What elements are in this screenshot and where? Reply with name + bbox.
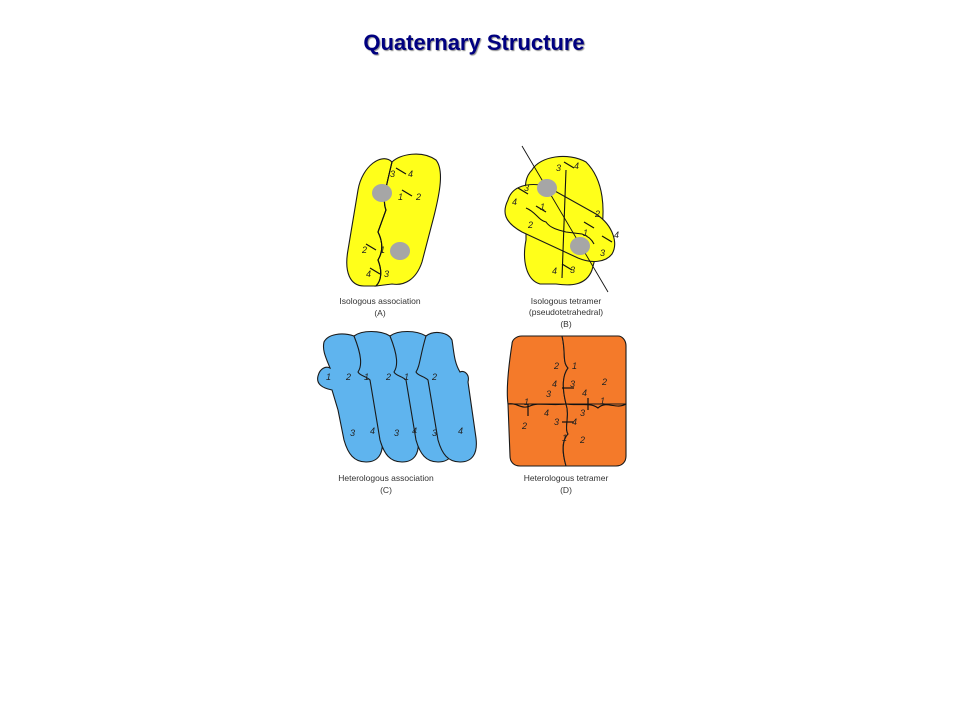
- panel-d-label-4-upper: 4: [552, 379, 557, 389]
- panel-b-active-site-1: [537, 179, 557, 197]
- panel-c-label-4a: 4: [370, 426, 375, 436]
- panel-d-label-3-center-right: 3: [580, 408, 585, 418]
- slide-title: Quaternary Structure: [363, 30, 585, 55]
- panel-b-isologous-tetramer: 3 4 3 4 1 2 2 1 4 3 4 3 Isologous tetram…: [504, 145, 619, 329]
- panel-c-heterologous-association: 1 2 1 2 1 2 3 4 3 4 3 4 Heterologous ass…: [317, 330, 477, 495]
- panel-b-label-3-top: 3: [556, 163, 561, 173]
- panel-b-label-1-left: 1: [540, 202, 545, 212]
- panel-d-label-2-top: 2: [553, 361, 559, 371]
- panel-a-letter: (A): [374, 308, 386, 318]
- quaternary-structure-figure: 3 4 1 2 2 1 4 3 Isologous association (A…: [300, 140, 640, 515]
- panel-c-caption: Heterologous association: [338, 473, 434, 483]
- panel-a-active-site-1: [372, 184, 392, 202]
- panel-b-label-3-bottom: 3: [570, 265, 575, 275]
- panel-a-label-4-bottom: 4: [366, 269, 371, 279]
- panel-c-label-2c: 2: [431, 372, 437, 382]
- panel-d-heterologous-tetramer: 2 1 4 3 2 3 1 4 1 2 4 3 3 4 1 2 Heterolo…: [506, 335, 627, 495]
- panel-b-label-3-left: 3: [524, 183, 529, 193]
- panel-b-label-4-bottom: 4: [552, 266, 557, 276]
- panel-d-label-2-left: 2: [521, 421, 527, 431]
- panel-d-letter: (D): [560, 485, 572, 495]
- panel-b-label-2-right: 2: [594, 209, 600, 219]
- panel-d-label-1-right: 1: [600, 396, 605, 406]
- panel-a-label-1-bottom: 1: [380, 245, 385, 255]
- panel-a-caption: Isologous association: [339, 296, 421, 306]
- panel-d-subunit-bottom-right: [562, 403, 627, 467]
- panel-a-label-4-top: 4: [408, 169, 413, 179]
- panel-c-label-3a: 3: [350, 428, 355, 438]
- panel-b-label-3-right: 3: [600, 248, 605, 258]
- panel-d-label-2-bottom: 2: [579, 435, 585, 445]
- panel-a-active-site-2: [390, 242, 410, 260]
- panel-b-label-4-top: 4: [574, 161, 579, 171]
- panel-b-label-2-left: 2: [527, 220, 533, 230]
- panel-a-label-2-top: 2: [415, 192, 421, 202]
- panel-c-label-1c: 1: [404, 372, 409, 382]
- panel-d-label-1-top: 1: [572, 361, 577, 371]
- panel-d-subunit-top-right: [561, 335, 627, 405]
- panel-b-label-4-right: 4: [614, 230, 619, 240]
- panel-d-label-3-lower: 3: [554, 417, 559, 427]
- panel-d-label-4-lower: 4: [572, 417, 577, 427]
- panel-c-letter: (C): [380, 485, 392, 495]
- panel-d-label-1-bottom: 1: [562, 433, 567, 443]
- panel-c-label-4b: 4: [412, 426, 417, 436]
- panel-c-label-3b: 3: [394, 428, 399, 438]
- figure-svg: 3 4 1 2 2 1 4 3 Isologous association (A…: [317, 145, 627, 495]
- panel-d-subunit-bottom-left: [507, 403, 569, 467]
- panel-c-subunit-4: [415, 331, 477, 463]
- panel-c-label-2a: 2: [345, 372, 351, 382]
- panel-c-label-2b: 2: [385, 372, 391, 382]
- panel-a-label-3-bottom: 3: [384, 269, 389, 279]
- panel-d-label-2-right: 2: [601, 377, 607, 387]
- panel-b-letter: (B): [560, 319, 572, 329]
- panel-d-label-4-center-right: 4: [582, 388, 587, 398]
- panel-d-caption: Heterologous tetramer: [524, 473, 609, 483]
- panel-d-label-3-center-left: 3: [546, 389, 551, 399]
- panel-d-label-4-center-left: 4: [544, 408, 549, 418]
- panel-d-label-3-upper: 3: [570, 379, 575, 389]
- panel-a-label-2-bottom: 2: [361, 245, 367, 255]
- panel-a-isologous-association: 3 4 1 2 2 1 4 3 Isologous association (A…: [339, 153, 442, 318]
- panel-a-label-3-top: 3: [390, 169, 395, 179]
- panel-b-subcaption: (pseudotetrahedral): [529, 307, 603, 317]
- panel-b-caption: Isologous tetramer: [531, 296, 602, 306]
- panel-a-label-1-top: 1: [398, 192, 403, 202]
- panel-c-label-1b: 1: [364, 372, 369, 382]
- panel-c-label-1a: 1: [326, 372, 331, 382]
- panel-d-label-1-left: 1: [524, 397, 529, 407]
- panel-b-label-4-left: 4: [512, 197, 517, 207]
- panel-c-label-4c: 4: [458, 426, 463, 436]
- panel-b-active-site-2: [570, 237, 590, 255]
- panel-b-label-1-right: 1: [583, 228, 588, 238]
- panel-c-label-3c: 3: [432, 428, 437, 438]
